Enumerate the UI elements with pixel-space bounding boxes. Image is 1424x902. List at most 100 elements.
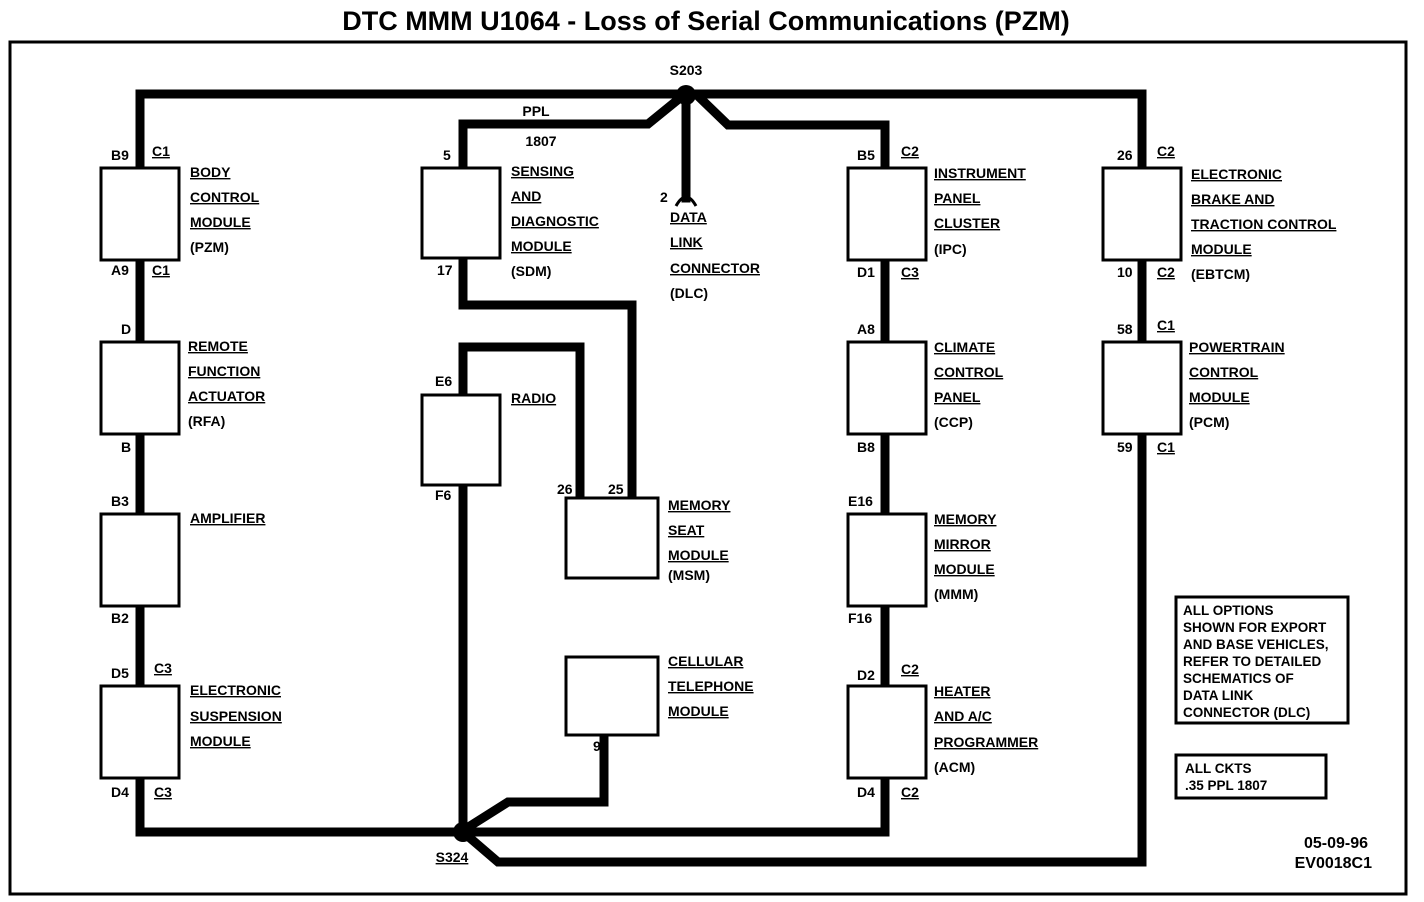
radio-pin-bottom: F6 <box>435 487 452 503</box>
dlc-label-line: DATA <box>670 209 707 225</box>
acm-label-line: PROGRAMMER <box>934 734 1038 750</box>
ebtcm-conn-top: C2 <box>1157 143 1175 159</box>
options-note-line: SCHEMATICS OF <box>1183 671 1294 686</box>
ebtcm-conn-bottom: C2 <box>1157 264 1175 280</box>
wire-cell-s324 <box>463 730 609 833</box>
ebtcm-label: ELECTRONIC BRAKE AND TRACTION CONTROL MO… <box>1191 166 1337 282</box>
amp-pin-top: B3 <box>111 493 129 509</box>
sdm-pin-top: 5 <box>443 147 451 163</box>
mmm-label-line: MIRROR <box>934 536 991 552</box>
msm-label-line: SEAT <box>668 522 705 538</box>
ebtcm-label-line: TRACTION CONTROL <box>1191 216 1337 232</box>
options-note-line: DATA LINK <box>1183 688 1253 703</box>
msm-pin-b: 25 <box>608 481 624 497</box>
diagram-frame <box>8 40 1408 896</box>
radio-label-line: RADIO <box>511 390 556 406</box>
splice-s203-icon <box>676 85 696 105</box>
dlc-label: DATA LINK CONNECTOR (DLC) <box>670 209 760 301</box>
options-note-line: AND BASE VEHICLES, <box>1183 637 1329 652</box>
options-note-box <box>1174 595 1350 725</box>
ebtcm-label-line: MODULE <box>1191 241 1252 257</box>
mmm-label: MEMORY MIRROR MODULE (MMM) <box>934 511 997 602</box>
dlc-terminal-icon <box>674 195 698 207</box>
options-note-line: REFER TO DETAILED <box>1183 654 1322 669</box>
msm-box <box>564 496 660 580</box>
diagram-code: EV0018C1 <box>1295 855 1372 872</box>
msm-label-line: (MSM) <box>668 567 710 583</box>
sdm-label-line: SENSING <box>511 163 574 179</box>
radio-label: RADIO <box>511 390 556 406</box>
pcm-label: POWERTRAIN CONTROL MODULE (PCM) <box>1189 339 1285 430</box>
acm-conn-bottom: C2 <box>901 784 919 800</box>
acm-label: HEATER AND A/C PROGRAMMER (ACM) <box>934 683 1038 775</box>
esm-label-line: SUSPENSION <box>190 708 282 724</box>
wires <box>135 89 1147 867</box>
rfa-label-line: FUNCTION <box>188 363 260 379</box>
amp-label-line: AMPLIFIER <box>190 510 265 526</box>
acm-pin-top: D2 <box>857 667 875 683</box>
options-note: ALL OPTIONS SHOWN FOR EXPORT AND BASE VE… <box>1183 603 1329 720</box>
splice-s324-label: S324 <box>436 849 469 865</box>
mmm-pin-top: E16 <box>848 493 873 509</box>
bcm-pin-top: B9 <box>111 147 129 163</box>
dlc-label-line: CONNECTOR <box>670 260 760 276</box>
rfa-label-line: (RFA) <box>188 413 225 429</box>
acm-pin-bottom: D4 <box>857 784 875 800</box>
ipc-label-line: (IPC) <box>934 241 967 257</box>
splice-s203-label: S203 <box>670 62 703 78</box>
ipc-box <box>846 166 928 262</box>
msm-label: MEMORY SEAT MODULE (MSM) <box>668 497 731 583</box>
ipc-label-line: CLUSTER <box>934 215 1000 231</box>
ccp-pin-bottom: B8 <box>857 439 875 455</box>
msm-label-line: MEMORY <box>668 497 731 513</box>
ebtcm-label-line: ELECTRONIC <box>1191 166 1282 182</box>
pcm-conn-bottom: C1 <box>1157 439 1175 455</box>
bcm-pin-bottom: A9 <box>111 262 129 278</box>
dlc-pin: 2 <box>660 189 668 205</box>
pcm-box <box>1101 340 1183 436</box>
amp-box <box>99 512 181 608</box>
dlc-label-line: (DLC) <box>670 285 708 301</box>
bcm-label-line: (PZM) <box>190 239 229 255</box>
options-note-line: CONNECTOR (DLC) <box>1183 705 1310 720</box>
bcm-label-line: BODY <box>190 164 231 180</box>
ipc-pin-bottom: D1 <box>857 264 875 280</box>
ccp-label: CLIMATE CONTROL PANEL (CCP) <box>934 339 1004 430</box>
ebtcm-label-line: BRAKE AND <box>1191 191 1274 207</box>
mmm-box <box>846 512 928 608</box>
circuits-note-box <box>1174 753 1328 800</box>
msm-label-line: MODULE <box>668 547 729 563</box>
circuits-note-line: ALL CKTS <box>1185 761 1252 776</box>
esm-label: ELECTRONIC SUSPENSION MODULE <box>190 682 282 749</box>
cell-label-line: MODULE <box>668 703 729 719</box>
circuits-note-line: .35 PPL 1807 <box>1185 778 1267 793</box>
mmm-pin-bottom: F16 <box>848 610 872 626</box>
esm-conn-bottom: C3 <box>154 784 172 800</box>
sdm-box <box>420 166 502 260</box>
ipc-conn-bottom: C3 <box>901 264 919 280</box>
pcm-conn-top: C1 <box>1157 317 1175 333</box>
page-title: DTC MMM U1064 - Loss of Serial Communica… <box>342 6 1070 36</box>
ipc-pin-top: B5 <box>857 147 875 163</box>
sdm-label-line: MODULE <box>511 238 572 254</box>
ccp-label-line: PANEL <box>934 389 981 405</box>
pcm-label-line: POWERTRAIN <box>1189 339 1285 355</box>
ipc-label-line: PANEL <box>934 190 981 206</box>
pcm-label-line: (PCM) <box>1189 414 1229 430</box>
options-note-line: ALL OPTIONS <box>1183 603 1274 618</box>
esm-label-line: ELECTRONIC <box>190 682 281 698</box>
sdm-label-line: DIAGNOSTIC <box>511 213 599 229</box>
rfa-label-line: REMOTE <box>188 338 248 354</box>
rfa-label-line: ACTUATOR <box>188 388 265 404</box>
bcm-conn-bottom: C1 <box>152 262 170 278</box>
pcm-pin-bottom: 59 <box>1117 439 1133 455</box>
acm-label-line: (ACM) <box>934 759 975 775</box>
rfa-box <box>99 340 181 436</box>
ebtcm-label-line: (EBTCM) <box>1191 266 1250 282</box>
mmm-label-line: (MMM) <box>934 586 978 602</box>
rfa-pin-top: D <box>121 321 131 337</box>
acm-label-line: AND A/C <box>934 708 992 724</box>
bcm-conn-top: C1 <box>152 143 170 159</box>
esm-box <box>99 684 181 780</box>
cell-label-line: CELLULAR <box>668 653 743 669</box>
